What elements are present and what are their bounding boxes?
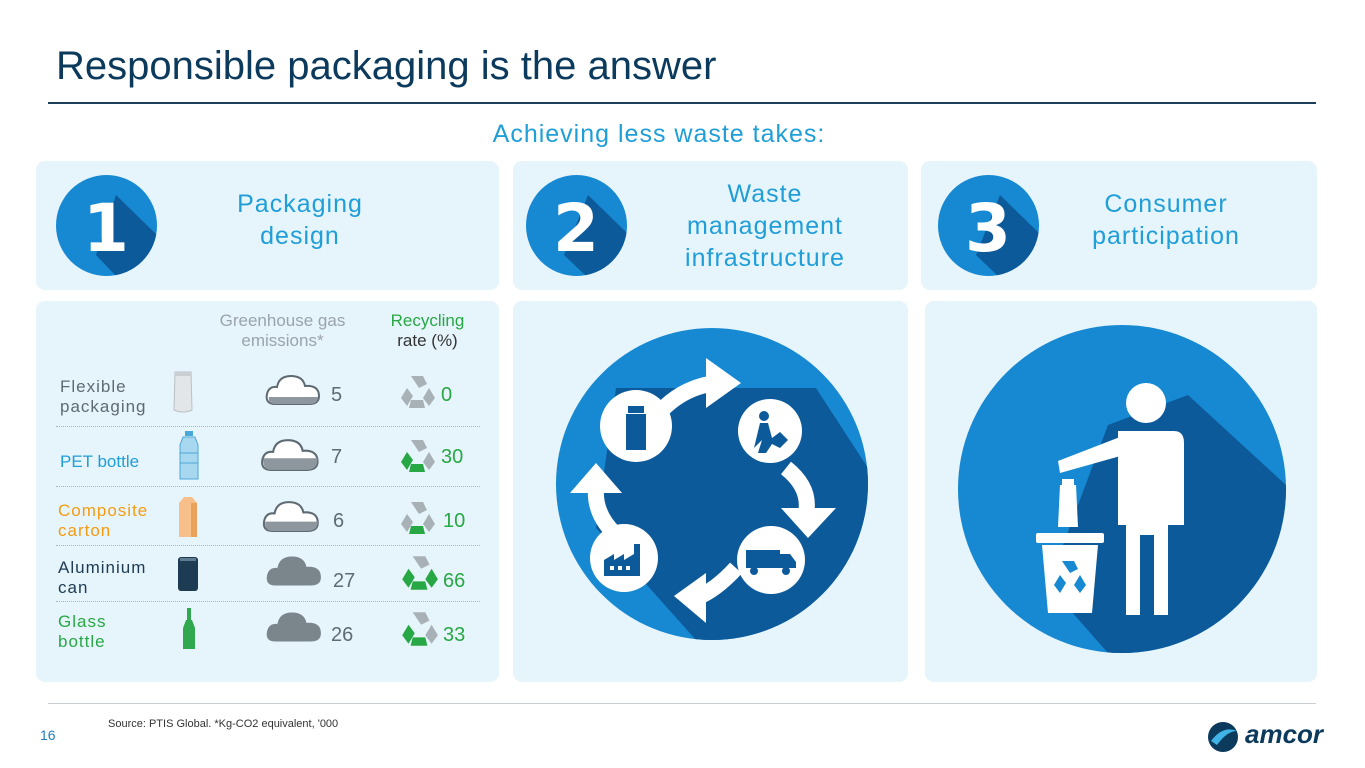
cloud-icon (262, 498, 320, 533)
row-label-pet-bottle: PET bottle (60, 452, 140, 471)
recycling-cycle-illustration (556, 328, 868, 640)
title-divider (48, 102, 1316, 104)
ghg-value-aluminium: 27 (333, 570, 356, 592)
row-divider (56, 426, 480, 427)
ghg-value-carton: 6 (333, 510, 345, 532)
page-subtitle: Achieving less waste takes: (492, 120, 826, 148)
recycle-icon (397, 438, 437, 474)
row-divider (56, 545, 480, 546)
amcor-logo: amcor (1205, 719, 1323, 755)
step-3-number-icon: 3 (938, 175, 1039, 276)
row-divider (56, 601, 480, 602)
glass-bottle-icon (181, 608, 197, 650)
logo-wordmark: amcor (1245, 719, 1324, 749)
recycle-icon (397, 374, 437, 410)
ghg-value-flexible: 5 (331, 384, 343, 406)
recycle-icon (398, 610, 440, 648)
cloud-icon (265, 608, 323, 644)
footer-divider (48, 703, 1316, 704)
recycle-icon (397, 500, 437, 536)
cloud-icon (265, 552, 323, 588)
recycling-value-aluminium: 66 (443, 570, 466, 592)
consumer-recycling-illustration (958, 325, 1286, 653)
recycling-value-carton: 10 (443, 510, 466, 532)
svg-text:3: 3 (965, 190, 1011, 267)
carton-icon (176, 495, 200, 539)
svg-text:2: 2 (553, 190, 599, 267)
page-number: 16 (40, 727, 56, 743)
cloud-icon (265, 372, 321, 406)
pet-bottle-icon (178, 431, 200, 481)
ghg-value-glass: 26 (331, 624, 354, 646)
source-note: Source: PTIS Global. *Kg-CO2 equivalent,… (108, 718, 339, 730)
ghg-value-pet: 7 (331, 446, 343, 468)
aluminium-can-icon (176, 555, 200, 593)
recycle-icon (398, 554, 440, 592)
row-divider (56, 486, 480, 487)
cloud-icon (260, 436, 320, 472)
recycling-value-flexible: 0 (441, 384, 453, 406)
svg-text:1: 1 (83, 190, 129, 267)
recycling-value-glass: 33 (443, 624, 466, 646)
page-title: Responsible packaging is the answer (56, 44, 717, 88)
recycling-value-pet: 30 (441, 446, 464, 468)
step-2-number-icon: 2 (526, 175, 627, 276)
step-1-number-icon: 1 (56, 175, 157, 276)
flexible-pouch-icon (172, 370, 194, 414)
